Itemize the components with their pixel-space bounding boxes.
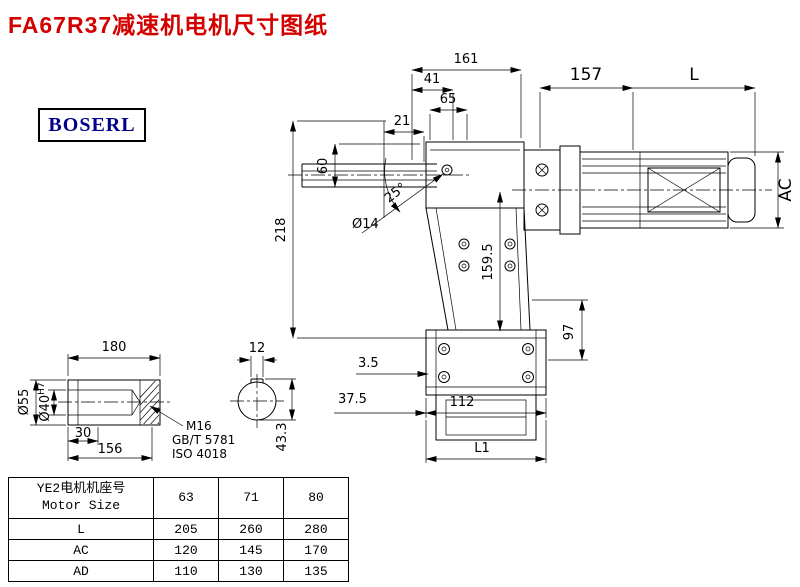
bore-section: 12 43.3 (230, 341, 296, 451)
row-label-AC: AC (8, 539, 154, 561)
row-label-AD: AD (8, 560, 154, 582)
value-AD-71: 130 (218, 560, 284, 582)
label-m16: M16 (186, 419, 212, 433)
table-row-AD: AD 110 130 135 (8, 560, 349, 582)
dim-112: 112 (450, 395, 475, 410)
dim-dia14: Ø14 (352, 217, 379, 232)
dim-218: 218 (274, 218, 289, 243)
boserl-logo: BOSERL (38, 108, 146, 142)
motor-size-table: YE2电机机座号 Motor Size 63 71 80 L 205 260 2… (8, 477, 349, 582)
motor (512, 145, 772, 235)
dim-group-inner: 159.5 97 (481, 191, 588, 361)
shaft-detail: 180 Ø55 Ø40H7 30 156 M16 GB/T 5781 ISO 4… (17, 340, 235, 461)
value-L-71: 260 (218, 518, 284, 540)
dim-60: 60 (316, 158, 331, 175)
label-gbt5781: GB/T 5781 (172, 433, 235, 447)
value-L-63: 205 (153, 518, 219, 540)
dim-157: 157 (570, 65, 602, 85)
table-header-row: YE2电机机座号 Motor Size 63 71 80 (8, 477, 349, 519)
dim-180: 180 (102, 340, 127, 355)
dim-97: 97 (562, 324, 577, 341)
dim-65: 65 (440, 92, 457, 107)
table-row-L: L 205 260 280 (8, 518, 349, 540)
table-row-AC: AC 120 145 170 (8, 539, 349, 561)
size-col-71: 71 (218, 477, 284, 519)
dim-L: L (689, 65, 699, 85)
dim-dia40h7: Ø40H7 (37, 382, 53, 421)
dim-161: 161 (454, 52, 479, 67)
value-AC-71: 145 (218, 539, 284, 561)
value-AD-80: 135 (283, 560, 349, 582)
label-iso4018: ISO 4018 (172, 447, 227, 461)
value-AC-80: 170 (283, 539, 349, 561)
dim-159-5: 159.5 (481, 243, 496, 280)
dim-group-left: 60 218 Ø14 25° (274, 120, 444, 339)
dim-21: 21 (394, 114, 411, 129)
dim-group-motor: 157 L AC (539, 65, 796, 229)
value-AD-63: 110 (153, 560, 219, 582)
gearbox-housing (425, 141, 547, 441)
dim-156: 156 (98, 442, 123, 457)
dim-3-5: 3.5 (358, 356, 379, 371)
dim-group-bottom: 3.5 37.5 112 L1 (334, 356, 547, 463)
dim-37-5: 37.5 (338, 392, 367, 407)
dim-group-top: 161 41 65 21 (383, 52, 522, 218)
row-label-L: L (8, 518, 154, 540)
dim-AC: AC (776, 178, 796, 201)
dim-12: 12 (249, 341, 266, 356)
size-col-80: 80 (283, 477, 349, 519)
page-title: FA67R37减速机电机尺寸图纸 (8, 12, 329, 38)
dim-L1: L1 (474, 441, 490, 456)
dim-dia55: Ø55 (17, 389, 32, 416)
dim-30: 30 (75, 426, 92, 441)
dim-41: 41 (424, 72, 441, 87)
size-col-63: 63 (153, 477, 219, 519)
motor-size-header: YE2电机机座号 Motor Size (8, 477, 154, 519)
value-AC-63: 120 (153, 539, 219, 561)
value-L-80: 280 (283, 518, 349, 540)
dim-43-3: 43.3 (275, 423, 290, 452)
motor-size-header-cn: YE2电机机座号 (36, 481, 126, 497)
motor-size-header-en: Motor Size (41, 498, 120, 513)
